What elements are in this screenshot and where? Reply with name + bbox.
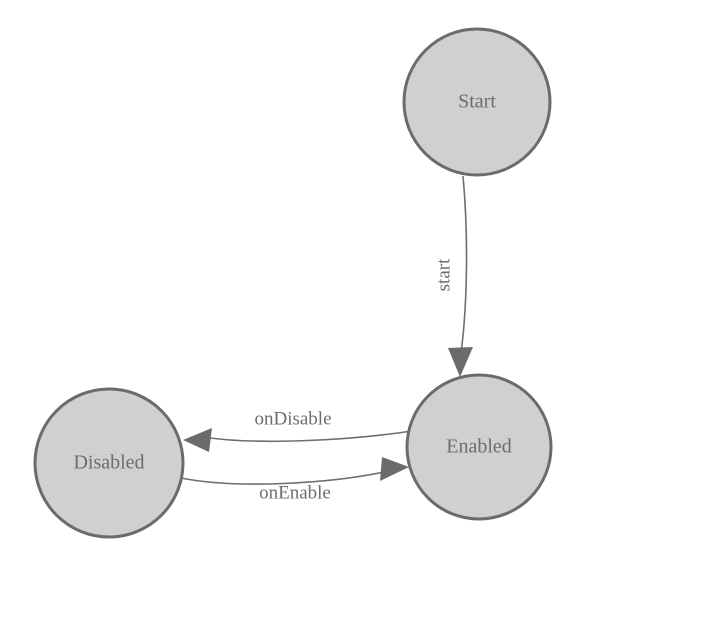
arrowhead-into-disabled [183, 428, 212, 452]
edge-label-start: start [433, 258, 454, 291]
state-node-disabled[interactable]: Disabled [33, 387, 185, 539]
edge-disabled-to-enabled[interactable] [180, 457, 409, 485]
state-node-enabled-label: Enabled [446, 436, 512, 458]
edge-start-to-enabled-path [460, 175, 468, 354]
state-node-disabled-label: Disabled [73, 452, 144, 474]
arrowhead-into-enabled-from-disabled [380, 457, 409, 481]
edge-disabled-to-enabled-path [180, 470, 390, 485]
edge-start-to-enabled[interactable] [448, 175, 473, 377]
edge-label-on-enable: onEnable [259, 482, 331, 503]
arrowhead-into-enabled-from-start [448, 347, 473, 377]
state-node-enabled[interactable]: Enabled [405, 373, 553, 521]
edge-enabled-to-disabled[interactable] [183, 428, 413, 452]
state-node-start-label: Start [458, 91, 496, 113]
edge-enabled-to-disabled-path [202, 430, 413, 443]
state-node-enabled-circle [405, 373, 553, 521]
state-node-start-circle [402, 27, 552, 177]
edge-label-on-disable: onDisable [254, 408, 331, 429]
state-node-disabled-circle [33, 387, 185, 539]
state-node-start[interactable]: Start [402, 27, 552, 177]
